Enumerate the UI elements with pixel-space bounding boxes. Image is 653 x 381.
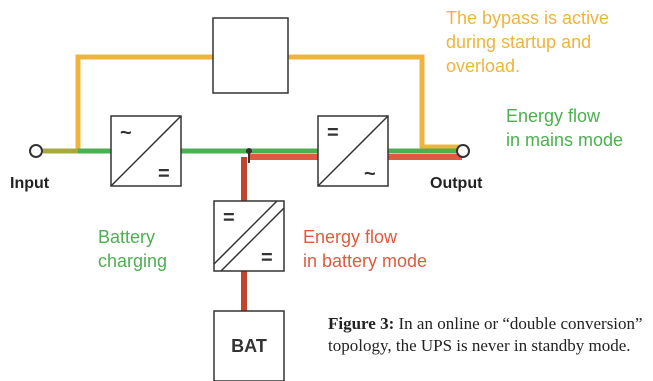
inverter-ac-symbol: ~ [364,163,376,185]
input-label: Input [10,175,50,192]
bypass-note: The bypass is active during startup and … [446,8,610,76]
inverter-block: = ~ [317,115,389,187]
figure-caption: Figure 3: In an online or “double conver… [328,313,653,357]
bypass-switch-box [212,17,289,94]
charger-dc-in-symbol: = [223,207,235,229]
battery-charging-note: Battery charging [98,227,168,271]
charger-dc-out-symbol: = [261,247,273,269]
caption-label: Figure 3: [328,314,395,333]
inverter-dc-symbol: = [327,122,339,144]
battery-label: BAT [231,336,267,356]
output-label: Output [430,175,483,192]
rectifier-block: ~ = [110,115,182,187]
rectifier-ac-symbol: ~ [120,122,132,144]
input-terminal-icon [29,144,43,158]
battery-block: BAT [213,310,285,381]
caption-text: In an online or “double conversion” topo… [328,314,643,355]
output-terminal-icon [456,144,470,158]
rectifier-dc-symbol: = [158,163,170,185]
mains-flow-note: Energy flow in mains mode [506,106,624,150]
battery-flow-note: Energy flow in battery mode [303,227,428,271]
charger-block: = = [213,200,285,272]
junction-node [246,148,252,154]
